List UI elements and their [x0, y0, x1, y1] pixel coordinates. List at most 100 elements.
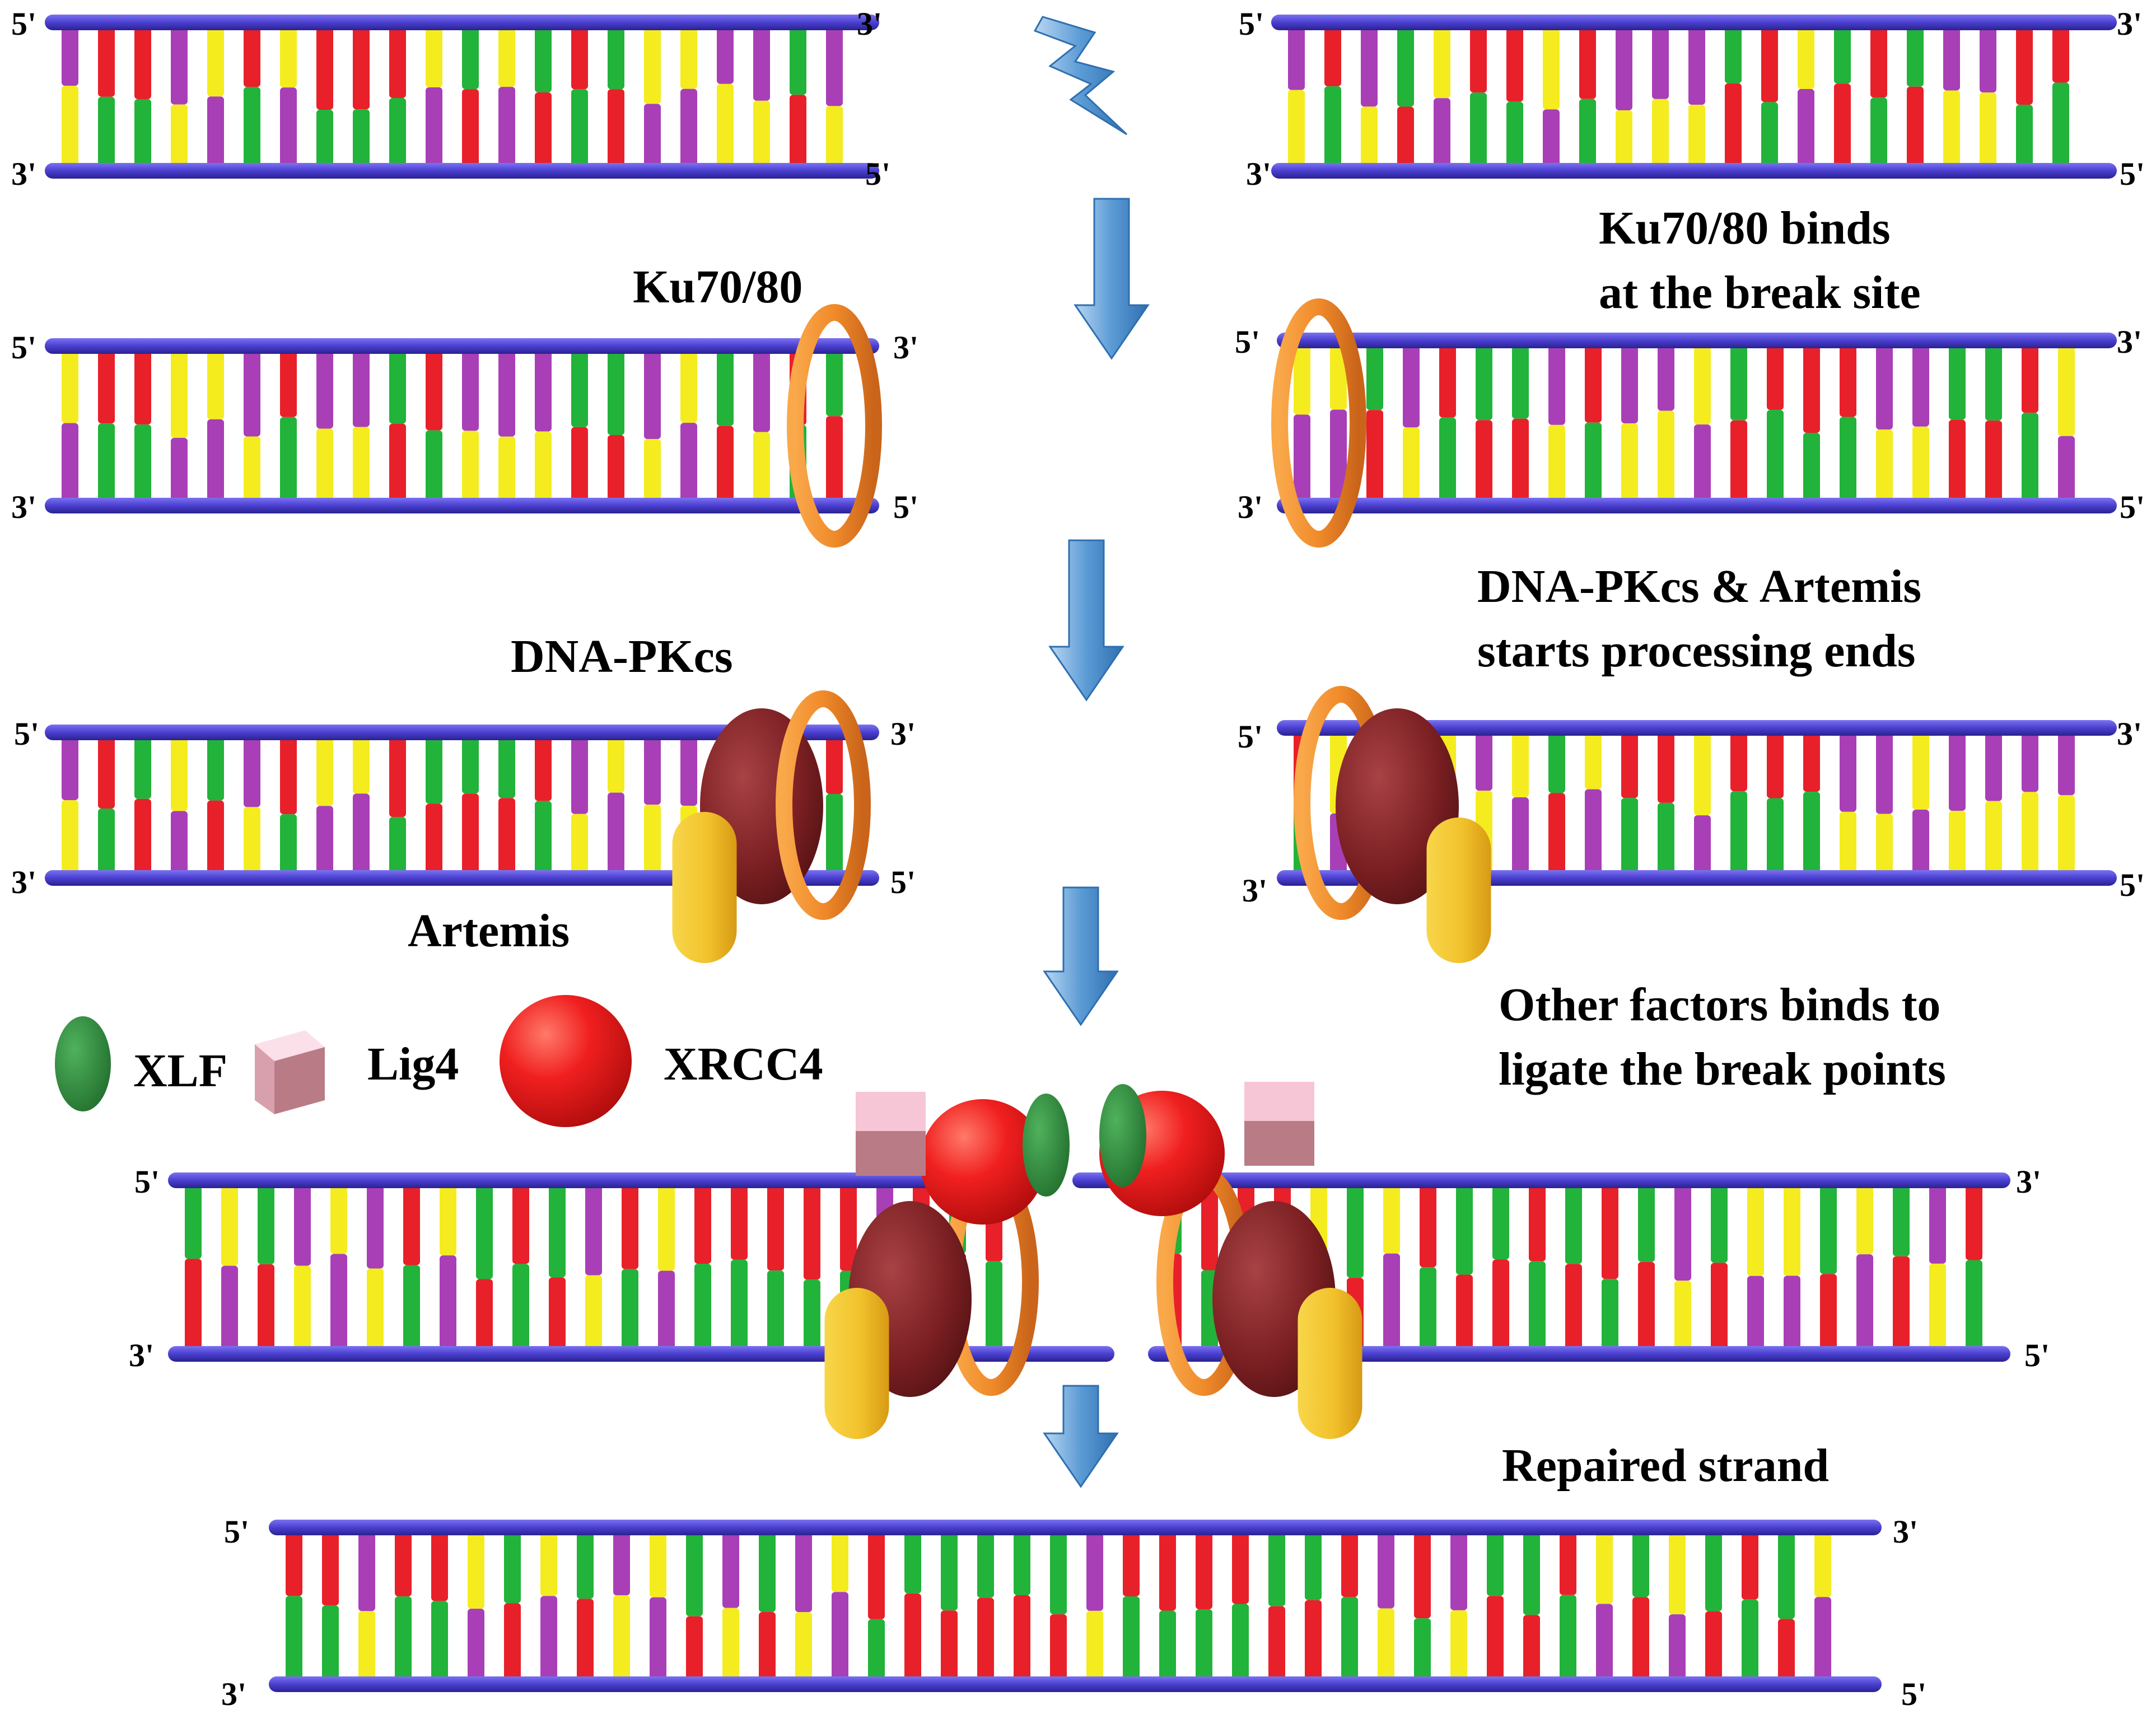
base-bottom	[358, 1611, 375, 1684]
base-top	[790, 22, 806, 95]
base-bottom	[608, 434, 624, 506]
end-r2l-bot-3: 3'	[11, 489, 36, 525]
base-bottom	[1621, 798, 1638, 878]
base-bottom	[1638, 1262, 1655, 1354]
base-top	[1761, 22, 1778, 102]
base-bottom	[1814, 1597, 1831, 1684]
base-top	[608, 346, 624, 435]
helix-row4-right	[1072, 1172, 2010, 1362]
label-ku70-80: Ku70/80	[633, 261, 802, 313]
lig4-side	[1244, 1121, 1314, 1166]
artemis-shape	[672, 812, 737, 963]
base-bottom	[1378, 1608, 1394, 1684]
base-top	[1929, 1180, 1946, 1264]
base-top	[353, 732, 370, 794]
base-bottom	[1688, 105, 1705, 171]
down-arrow-icon	[1043, 1385, 1119, 1488]
base-top	[1523, 1527, 1540, 1615]
base-bottom	[1492, 1259, 1509, 1354]
base-top	[694, 1180, 711, 1264]
base-bottom	[62, 800, 78, 878]
base-top	[1366, 340, 1383, 410]
base-top	[658, 1180, 675, 1271]
base-bottom	[468, 1609, 484, 1684]
base-top	[680, 732, 697, 806]
base-top	[540, 1527, 557, 1596]
base-bottom	[608, 89, 624, 171]
base-top	[1730, 340, 1747, 421]
xlf-legend-icon	[55, 1016, 111, 1111]
end-r5-bot-3: 3'	[221, 1676, 246, 1710]
base-bottom	[353, 427, 370, 506]
ku-ring-shape	[776, 690, 871, 920]
base-bottom	[1767, 798, 1784, 878]
base-top	[1434, 22, 1450, 99]
base-bottom	[244, 87, 260, 171]
base-bottom	[717, 83, 734, 171]
base-bottom	[680, 423, 697, 506]
base-top	[571, 732, 588, 814]
base-bottom	[1803, 433, 1820, 506]
base-top	[2058, 728, 2075, 796]
xrcc4-protein	[920, 1099, 1046, 1225]
label-repaired-strand: Repaired strand	[1502, 1440, 1829, 1492]
end-r1r-top-5: 5'	[1239, 6, 1264, 42]
base-top	[1347, 1180, 1364, 1278]
base-bottom	[1050, 1614, 1067, 1684]
base-top	[1383, 1180, 1400, 1254]
base-bottom	[1014, 1595, 1030, 1684]
base-bottom	[1943, 90, 1960, 171]
base-top	[2016, 22, 2033, 105]
base-top	[280, 22, 297, 88]
helix-row5-repaired	[269, 1520, 1882, 1692]
base-bottom	[1784, 1276, 1800, 1354]
helix-row2-right	[1277, 333, 2117, 513]
base-top	[1548, 728, 1565, 793]
lig4-side	[856, 1131, 926, 1176]
legend: XLF Lig4 XRCC4	[55, 995, 823, 1127]
label-processing-line2: starts processing ends	[1477, 625, 1916, 677]
base-bottom	[185, 1259, 202, 1354]
base-bottom	[941, 1610, 958, 1684]
base-bottom	[694, 1264, 711, 1354]
base-bottom	[1652, 99, 1669, 171]
base-bottom	[535, 431, 552, 506]
base-bottom	[1548, 793, 1565, 878]
lig4-protein	[856, 1092, 926, 1176]
ku70-80-ring	[1271, 298, 1366, 548]
base-top	[185, 1180, 202, 1259]
base-top	[1949, 728, 1966, 811]
base-top	[2022, 728, 2038, 792]
base-top	[316, 732, 333, 806]
base-top	[1725, 22, 1742, 83]
base-bottom	[504, 1603, 521, 1684]
base-top	[280, 346, 297, 417]
base-top	[904, 1527, 921, 1594]
base-top	[1669, 1527, 1686, 1615]
base-top	[316, 346, 333, 429]
backbone-top	[1271, 15, 2117, 30]
base-bottom	[1742, 1599, 1758, 1684]
base-bottom	[1439, 417, 1456, 506]
arrow-shape	[1043, 1385, 1119, 1488]
end-r2l-bot-5: 5'	[893, 489, 918, 525]
base-bottom	[62, 86, 78, 171]
base-bottom	[1585, 422, 1602, 506]
label-artemis: Artemis	[408, 905, 570, 957]
base-top	[1470, 22, 1487, 93]
base-top	[753, 22, 770, 101]
base-top	[1907, 22, 1924, 87]
base-bottom	[1621, 423, 1638, 506]
base-bottom	[832, 1592, 848, 1684]
base-bottom	[608, 792, 624, 878]
base-bottom	[795, 1612, 812, 1684]
backbone-bottom	[1277, 498, 2117, 513]
base-bottom	[1548, 424, 1565, 506]
end-r5-bot-5: 5'	[1901, 1676, 1926, 1710]
base-bottom	[1086, 1610, 1103, 1684]
base-top	[571, 22, 588, 90]
base-top	[1840, 728, 1856, 812]
base-bottom	[426, 803, 442, 878]
base-bottom	[1767, 410, 1784, 506]
base-top	[1086, 1527, 1103, 1611]
